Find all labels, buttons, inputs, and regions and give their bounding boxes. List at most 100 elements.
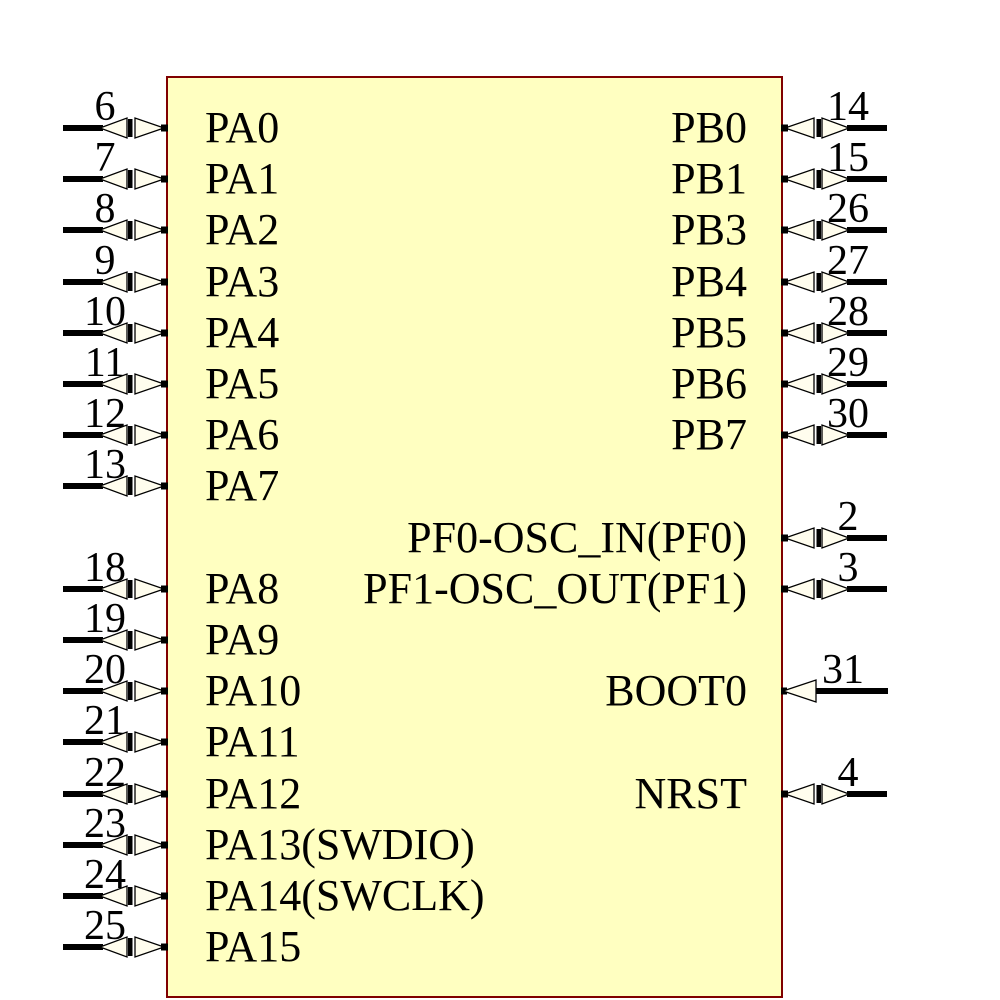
- pin-stub[interactable]: [63, 330, 103, 336]
- pin-arrow-bidirectional-icon[interactable]: [98, 216, 168, 244]
- pin-label[interactable]: PB0: [671, 103, 747, 152]
- pin-arrow-bidirectional-icon[interactable]: [98, 319, 168, 347]
- pin-number[interactable]: 24: [84, 852, 126, 898]
- pin-stub[interactable]: [63, 381, 103, 387]
- pin-stub[interactable]: [847, 227, 887, 233]
- pin-arrow-bidirectional-icon[interactable]: [781, 165, 851, 193]
- pin-label[interactable]: PB3: [671, 205, 747, 254]
- pin-label[interactable]: PB5: [671, 308, 747, 357]
- pin-number[interactable]: 30: [827, 391, 869, 437]
- pin-number[interactable]: 12: [84, 391, 126, 437]
- pin-arrow-bidirectional-icon[interactable]: [98, 677, 168, 705]
- pin-arrow-bidirectional-icon[interactable]: [781, 524, 851, 552]
- pin-arrow-bidirectional-icon[interactable]: [781, 114, 851, 142]
- pin-stub[interactable]: [63, 893, 103, 899]
- pin-number[interactable]: 8: [94, 186, 116, 232]
- pin-stub[interactable]: [847, 791, 887, 797]
- pin-number[interactable]: 13: [84, 442, 126, 488]
- pin-arrow-bidirectional-icon[interactable]: [98, 882, 168, 910]
- pin-number[interactable]: 19: [84, 596, 126, 642]
- pin-label[interactable]: PA6: [205, 410, 280, 459]
- pin-stub[interactable]: [63, 637, 103, 643]
- pin-arrow-bidirectional-icon[interactable]: [98, 626, 168, 654]
- pin-label[interactable]: PA11: [205, 717, 300, 766]
- pin-label[interactable]: PA0: [205, 103, 280, 152]
- pin-arrow-bidirectional-icon[interactable]: [98, 575, 168, 603]
- pin-label[interactable]: PA10: [205, 666, 302, 715]
- pin-number[interactable]: 28: [827, 289, 869, 335]
- pin-arrow-bidirectional-icon[interactable]: [98, 165, 168, 193]
- pin-arrow-bidirectional-icon[interactable]: [98, 268, 168, 296]
- pin-stub[interactable]: [63, 842, 103, 848]
- pin-number[interactable]: 25: [84, 903, 126, 949]
- pin-number[interactable]: 11: [84, 340, 126, 386]
- pin-number[interactable]: 6: [94, 84, 116, 130]
- pin-label[interactable]: PB6: [671, 359, 747, 408]
- pin-arrow-bidirectional-icon[interactable]: [781, 780, 851, 808]
- pin-label[interactable]: PA15: [205, 922, 302, 971]
- pin-number[interactable]: 31: [822, 647, 864, 693]
- pin-number[interactable]: 22: [84, 750, 126, 796]
- pin-arrow-bidirectional-icon[interactable]: [98, 421, 168, 449]
- pin-arrow-bidirectional-icon[interactable]: [98, 933, 168, 961]
- pin-stub[interactable]: [813, 688, 888, 694]
- pin-arrow-bidirectional-icon[interactable]: [781, 216, 851, 244]
- pin-stub[interactable]: [847, 586, 887, 592]
- pin-stub[interactable]: [63, 944, 103, 950]
- pin-number[interactable]: 7: [94, 135, 116, 181]
- pin-number[interactable]: 3: [837, 545, 859, 591]
- pin-label[interactable]: PB7: [671, 410, 747, 459]
- pin-stub[interactable]: [63, 688, 103, 694]
- pin-stub[interactable]: [847, 279, 887, 285]
- pin-label[interactable]: PA9: [205, 615, 280, 664]
- pin-arrow-bidirectional-icon[interactable]: [781, 319, 851, 347]
- pin-stub[interactable]: [63, 483, 103, 489]
- pin-stub[interactable]: [63, 586, 103, 592]
- pin-arrow-bidirectional-icon[interactable]: [781, 268, 851, 296]
- pin-stub[interactable]: [63, 125, 103, 131]
- pin-arrow-input-icon[interactable]: [780, 677, 817, 705]
- pin-number[interactable]: 4: [837, 750, 859, 796]
- pin-number[interactable]: 29: [827, 340, 869, 386]
- pin-arrow-bidirectional-icon[interactable]: [98, 728, 168, 756]
- chip-body[interactable]: [166, 76, 783, 998]
- pin-number[interactable]: 27: [827, 238, 869, 284]
- pin-label[interactable]: PA8: [205, 564, 280, 613]
- pin-label[interactable]: PB4: [671, 257, 747, 306]
- pin-arrow-bidirectional-icon[interactable]: [98, 114, 168, 142]
- pin-stub[interactable]: [847, 432, 887, 438]
- pin-label[interactable]: PA3: [205, 257, 280, 306]
- pin-arrow-bidirectional-icon[interactable]: [781, 421, 851, 449]
- pin-stub[interactable]: [847, 535, 887, 541]
- pin-stub[interactable]: [847, 125, 887, 131]
- pin-stub[interactable]: [847, 381, 887, 387]
- pin-arrow-bidirectional-icon[interactable]: [781, 370, 851, 398]
- pin-stub[interactable]: [847, 176, 887, 182]
- pin-stub[interactable]: [63, 227, 103, 233]
- pin-number[interactable]: 2: [837, 494, 859, 540]
- pin-stub[interactable]: [63, 791, 103, 797]
- pin-label[interactable]: BOOT0: [605, 666, 747, 715]
- pin-label[interactable]: PA5: [205, 359, 280, 408]
- pin-stub[interactable]: [63, 279, 103, 285]
- pin-number[interactable]: 15: [827, 135, 869, 181]
- pin-number[interactable]: 23: [84, 801, 126, 847]
- pin-arrow-bidirectional-icon[interactable]: [98, 370, 168, 398]
- pin-label[interactable]: NRST: [634, 769, 747, 818]
- pin-number[interactable]: 20: [84, 647, 126, 693]
- pin-arrow-bidirectional-icon[interactable]: [98, 780, 168, 808]
- pin-arrow-bidirectional-icon[interactable]: [781, 575, 851, 603]
- pin-stub[interactable]: [847, 330, 887, 336]
- pin-label[interactable]: PA7: [205, 461, 280, 510]
- pin-arrow-bidirectional-icon[interactable]: [98, 831, 168, 859]
- pin-label[interactable]: PA1: [205, 154, 280, 203]
- pin-number[interactable]: 21: [84, 698, 126, 744]
- pin-label[interactable]: PA14(SWCLK): [205, 871, 485, 920]
- pin-number[interactable]: 9: [94, 238, 116, 284]
- pin-label[interactable]: PF1-OSC_OUT(PF1): [363, 564, 747, 613]
- pin-arrow-bidirectional-icon[interactable]: [98, 472, 168, 500]
- pin-label[interactable]: PA4: [205, 308, 280, 357]
- pin-label[interactable]: PA13(SWDIO): [205, 820, 475, 869]
- pin-label[interactable]: PB1: [671, 154, 747, 203]
- pin-label[interactable]: PF0-OSC_IN(PF0): [407, 513, 747, 562]
